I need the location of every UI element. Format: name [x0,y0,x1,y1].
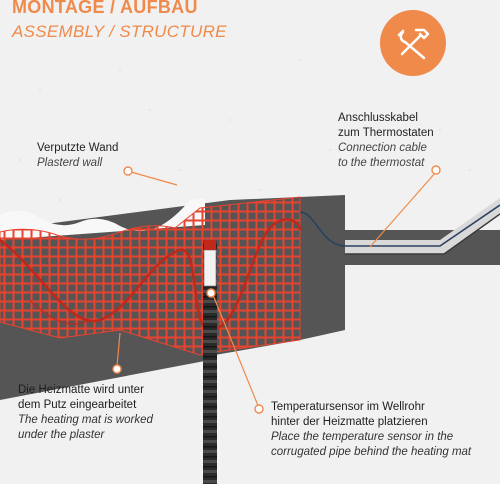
cable-label-en-2: to the thermostat [338,157,425,169]
leader-sensor [212,294,260,409]
leader-mat [116,332,121,367]
cable-label-en-1: Connection cable [338,142,427,154]
leader-lines [116,171,437,409]
sensor-label-de-2: hinter der Heizmatte platzieren [271,416,428,428]
sensor-label-en-1: Place the temperature sensor in the [271,431,454,443]
mat-label-de-1: Die Heizmatte wird unter [18,384,144,396]
tools-badge [380,10,446,76]
heating-cable [0,218,302,332]
leader-wall [130,171,178,186]
mat-label-en-1: The heating mat is worked [18,414,153,426]
dot-mat [112,364,122,374]
wall-label-de: Verputzte Wand [37,142,119,154]
leader-cable [369,171,437,248]
cable-label-de-1: Anschlusskabel [338,112,418,124]
plaster-edge [0,198,205,240]
wall-label: Verputzte Wand Plasterd wall [37,141,118,171]
sensor-label: Temperatursensor im Wellrohr hinter der … [271,400,471,460]
cable-channel-edge [345,213,500,255]
dot-sensor-end [206,288,216,298]
mat-label-en-2: under the plaster [18,429,105,441]
wall-label-en: Plasterd wall [37,157,103,169]
mat-label-de-2: dem Putz eingearbeitet [18,399,137,411]
sensor-cap [204,240,216,250]
dot-sensor [254,404,264,414]
page-title: MONTAGE / AUFBAU [12,0,198,17]
corrugated-pipe [203,240,217,484]
mat-label: Die Heizmatte wird unter dem Putz eingea… [18,383,153,443]
sensor-label-de-1: Temperatursensor im Wellrohr [271,401,425,413]
cable-label-de-2: zum Thermostaten [338,127,434,139]
sensor-head [203,249,217,287]
dot-wall [123,166,133,176]
cable-channel [345,198,500,254]
connection-cable [299,204,500,247]
dot-cable [431,165,441,175]
heating-cable-back [29,299,91,325]
leader-dots [112,165,441,414]
page-subtitle: ASSEMBLY / STRUCTURE [12,22,227,41]
plaster-texture [19,59,471,201]
sensor-label-en-2: corrugated pipe behind the heating mat [271,446,472,458]
hammer-wrench-icon [397,28,430,60]
cable-label: Anschlusskabel zum Thermostaten Connecti… [338,111,434,171]
